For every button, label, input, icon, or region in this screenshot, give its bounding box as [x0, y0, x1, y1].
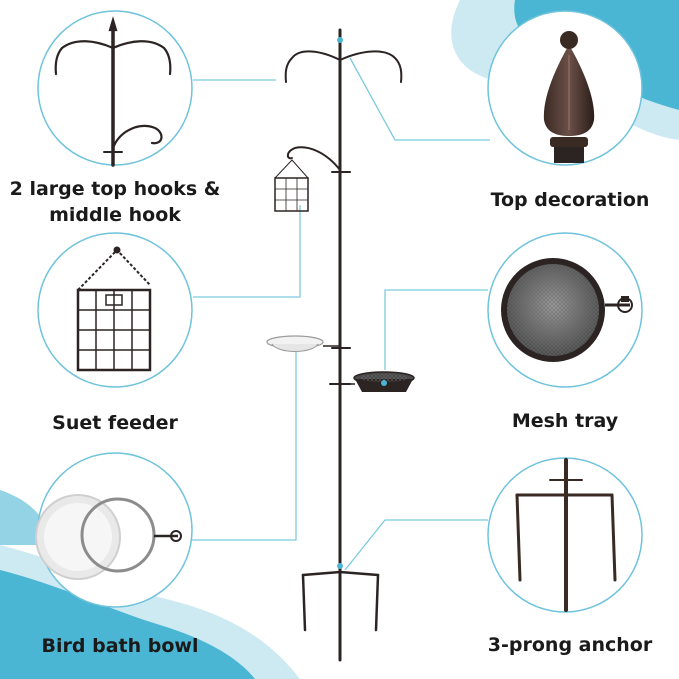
top-decoration-label: Top decoration	[490, 189, 650, 211]
prong-anchor-label: 3-prong anchor	[487, 634, 653, 656]
pole-bird-bath	[266, 335, 340, 352]
bird-bath-bowl-label: Bird bath bowl	[41, 635, 199, 657]
pole-mesh-tray	[340, 371, 415, 392]
top-decoration-detail	[543, 31, 595, 163]
callout-line-anchor	[344, 519, 488, 571]
top-hooks-label-line1: 2 large top hooks &	[9, 178, 221, 200]
callout-lines	[190, 57, 490, 571]
main-pole	[284, 28, 403, 662]
top-hooks-label-line2: middle hook	[49, 204, 181, 226]
top-hooks-label: 2 large top hooks & middle hook	[0, 176, 230, 228]
bird-bath-detail	[35, 494, 182, 580]
top-hooks-detail	[54, 16, 172, 167]
bottom-left-wave-dark	[0, 570, 255, 679]
mesh-tray-detail	[501, 258, 633, 362]
suet-feeder-label: Suet feeder	[52, 412, 178, 434]
mesh-tray-label: Mesh tray	[511, 410, 619, 432]
callout-line-mesh	[384, 289, 488, 370]
callout-line-top-decoration	[349, 57, 490, 141]
suet-feeder-detail	[76, 246, 152, 372]
callout-line-suet	[193, 205, 301, 298]
anchor-detail	[515, 458, 617, 612]
pole-suet-feeder	[274, 159, 309, 212]
callout-line-bath	[190, 350, 297, 541]
